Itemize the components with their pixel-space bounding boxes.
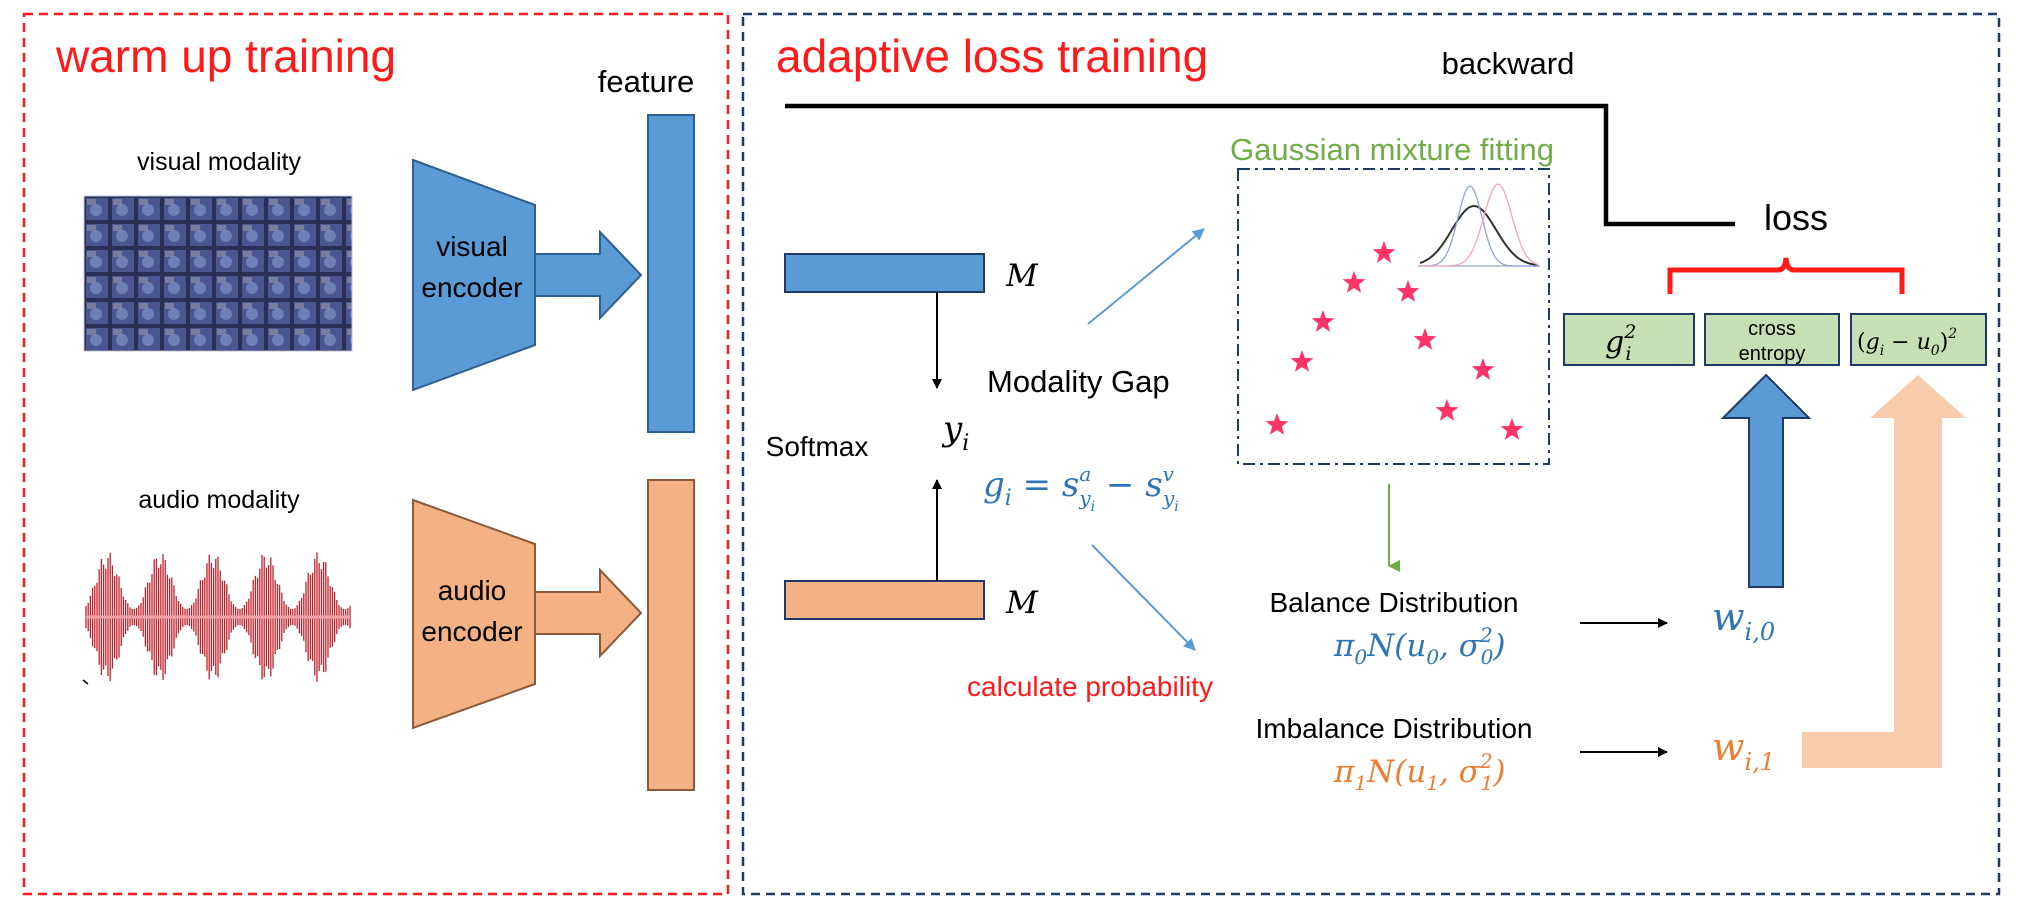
cross-entropy-line2: entropy [1739, 343, 1806, 365]
m-bottom-label: M [1005, 585, 1039, 621]
modality-gap-label: Modality Gap [987, 364, 1170, 399]
adaptive-title: adaptive loss training [776, 30, 1208, 82]
feature-label: feature [598, 64, 695, 99]
audio-modality-label: audio modality [138, 486, 300, 514]
audio-logit-bar [784, 580, 985, 620]
audio-feature-bar [647, 479, 695, 791]
softmax-label: Softmax [766, 431, 869, 462]
gmm-box [1237, 168, 1550, 465]
gmm-star-points [1265, 241, 1524, 440]
w1-label: wi,1 [1712, 725, 1775, 776]
backward-label: backward [1442, 46, 1575, 81]
visual-logit-bar [784, 253, 985, 293]
gap-squared-label: (gi − u0)2 [1857, 326, 1957, 359]
y-label: yi [941, 409, 969, 456]
audio-encoder-label-line1: audio [438, 575, 507, 606]
star-point [1471, 358, 1495, 380]
balance-distribution-label: Balance Distribution [1269, 587, 1518, 618]
visual-thumbnail-grid [83, 195, 353, 352]
loss-label: loss [1764, 197, 1828, 238]
visual-encoder [412, 158, 536, 392]
gmm-title: Gaussian mixture fitting [1230, 132, 1554, 167]
visual-feature-arrow [534, 229, 643, 321]
gaussian-curves-inset [1418, 183, 1540, 267]
visual-encoder-label-line1: visual [436, 231, 508, 262]
w0-label: wi,0 [1712, 595, 1775, 646]
star-point [1500, 418, 1524, 440]
imbalance-distribution-label: Imbalance Distribution [1255, 713, 1532, 744]
to-distribution-arrow [1091, 544, 1196, 651]
warmup-title: warm up training [55, 30, 396, 82]
star-point [1372, 241, 1396, 263]
audio-feature-arrow [534, 567, 643, 659]
star-point [1311, 310, 1335, 332]
star-point [1413, 328, 1437, 350]
visual-feature-bar [647, 114, 695, 433]
warmup-frame [22, 12, 730, 896]
visual-encoder-label-line2: encoder [421, 272, 522, 303]
audio-encoder-label-line2: encoder [421, 616, 522, 647]
star-point [1435, 399, 1459, 421]
loss-brace [1667, 257, 1905, 294]
visual-modality-label: visual modality [137, 148, 301, 176]
star-point [1265, 413, 1289, 435]
to-gmm-arrow [1087, 228, 1205, 325]
backward-path [785, 103, 1735, 227]
loss-term-g-squared [1563, 313, 1695, 366]
star-point [1342, 271, 1366, 293]
adaptive-frame [741, 12, 2001, 896]
w0-to-crossentropy-arrow [1720, 373, 1812, 588]
loss-term-gap-squared [1850, 313, 1987, 366]
audio-encoder [412, 498, 536, 730]
star-point [1396, 280, 1420, 302]
cross-entropy-line1: cross [1748, 318, 1796, 340]
audio-waveform [85, 552, 351, 682]
calc-probability-label: calculate probability [967, 671, 1213, 702]
w1-to-gap-term-arrow [1802, 375, 1966, 768]
star-point [1290, 350, 1314, 372]
m-top-label: M [1005, 258, 1039, 294]
loss-term-cross-entropy [1704, 313, 1840, 366]
waveform-tick [82, 679, 89, 685]
